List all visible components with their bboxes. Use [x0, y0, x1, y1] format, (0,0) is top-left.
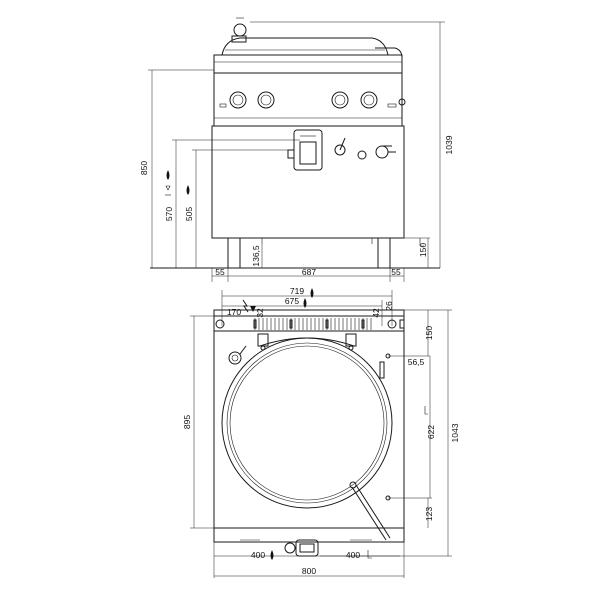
water-inlet-height-label: 505 [184, 207, 194, 221]
dim-123-label: 123 [424, 507, 434, 521]
dim-400-right-label: 400 [346, 550, 360, 560]
gas-icon [250, 306, 256, 312]
depth-total-label: 1043 [450, 423, 460, 442]
outlet-tap-icon [287, 129, 323, 171]
dim-719-label: 719 [290, 286, 304, 296]
foot-height-label: 136,5 [251, 245, 261, 267]
electric-icon [242, 299, 249, 313]
dim-56-5-label: 56,5 [408, 357, 425, 367]
dim-150-label: 150 [424, 326, 434, 340]
water-drop-icon [303, 298, 307, 308]
dim-42-label: 42 [371, 308, 381, 318]
top-view: 719 675 170 32 42 26 895 1043 150 56,5 6… [182, 286, 460, 578]
control-strip-ticks [253, 318, 372, 330]
width-total-label: 687 [302, 267, 316, 277]
drain-height-label: 570 [164, 207, 174, 221]
foot-right-label: 55 [391, 267, 401, 277]
width-total-label: 800 [302, 566, 316, 576]
water-drop-icon [310, 288, 314, 298]
dim-400-left-label: 400 [251, 550, 265, 560]
water-drop-icon [186, 185, 190, 195]
depth-body-label: 895 [182, 415, 192, 429]
dim-170-label: 170 [227, 307, 241, 317]
control-knob-icon [229, 91, 378, 109]
drain-icon [419, 238, 424, 247]
height-body-label: 850 [139, 161, 149, 175]
dim-622-label: 622 [426, 425, 436, 439]
drain-outlet-height-label: 150 [418, 243, 428, 257]
dim-675-label: 675 [285, 296, 299, 306]
height-total-label: 1039 [444, 135, 454, 154]
front-view: 1039 850 570 505 136,5 150 55 6 [139, 17, 454, 282]
gas-icon [165, 170, 171, 196]
foot-left-label: 55 [215, 267, 225, 277]
drain-icon [424, 406, 428, 415]
drain-icon [367, 550, 372, 559]
dim-32-label: 32 [255, 308, 265, 318]
dim-26-label: 26 [384, 301, 394, 311]
water-drop-icon [270, 550, 274, 560]
pressure-gauge-icon [233, 23, 247, 37]
